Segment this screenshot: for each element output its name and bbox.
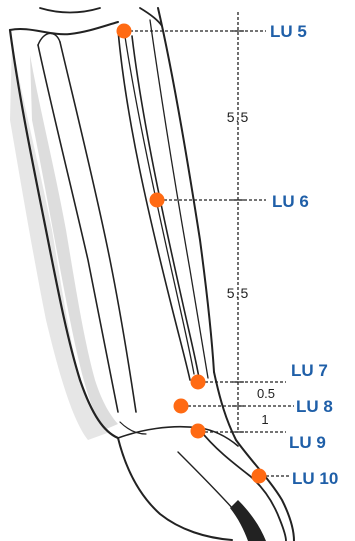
- measure-lu6-lu7: 5.5: [227, 285, 249, 301]
- acupoint-lu10: [252, 469, 267, 484]
- acupoint-markers: [117, 24, 267, 484]
- measure-lu8-lu9: 1: [261, 412, 268, 427]
- ulna-head: [38, 33, 60, 45]
- measure-lu5-lu6: 5.5: [227, 109, 249, 125]
- leader-lines: [130, 31, 294, 476]
- wrist-crease: [118, 427, 238, 446]
- acupoint-lu5: [117, 24, 132, 39]
- elbow-upper: [40, 8, 100, 13]
- acupoint-lu9: [191, 424, 206, 439]
- hand-shadow: [230, 500, 266, 541]
- label-lu7: LU 7: [291, 361, 328, 380]
- measure-lu7-lu8: 0.5: [257, 386, 275, 401]
- label-lu9: LU 9: [289, 433, 326, 452]
- label-lu8: LU 8: [296, 397, 333, 416]
- label-lu6: LU 6: [272, 192, 309, 211]
- label-lu10: LU 10: [292, 469, 338, 488]
- knuckle-detail: [120, 422, 146, 434]
- label-lu5: LU 5: [270, 22, 307, 41]
- acupoint-lu7: [191, 375, 206, 390]
- elbow-contour: [10, 22, 118, 34]
- forearm-illustration: [10, 8, 294, 541]
- acupoint-lu6: [150, 193, 165, 208]
- radius-bone-right-edge: [132, 36, 199, 378]
- thenar-muscle: [178, 452, 252, 541]
- measurement-axis: [232, 12, 244, 432]
- acupoint-lu8: [174, 399, 189, 414]
